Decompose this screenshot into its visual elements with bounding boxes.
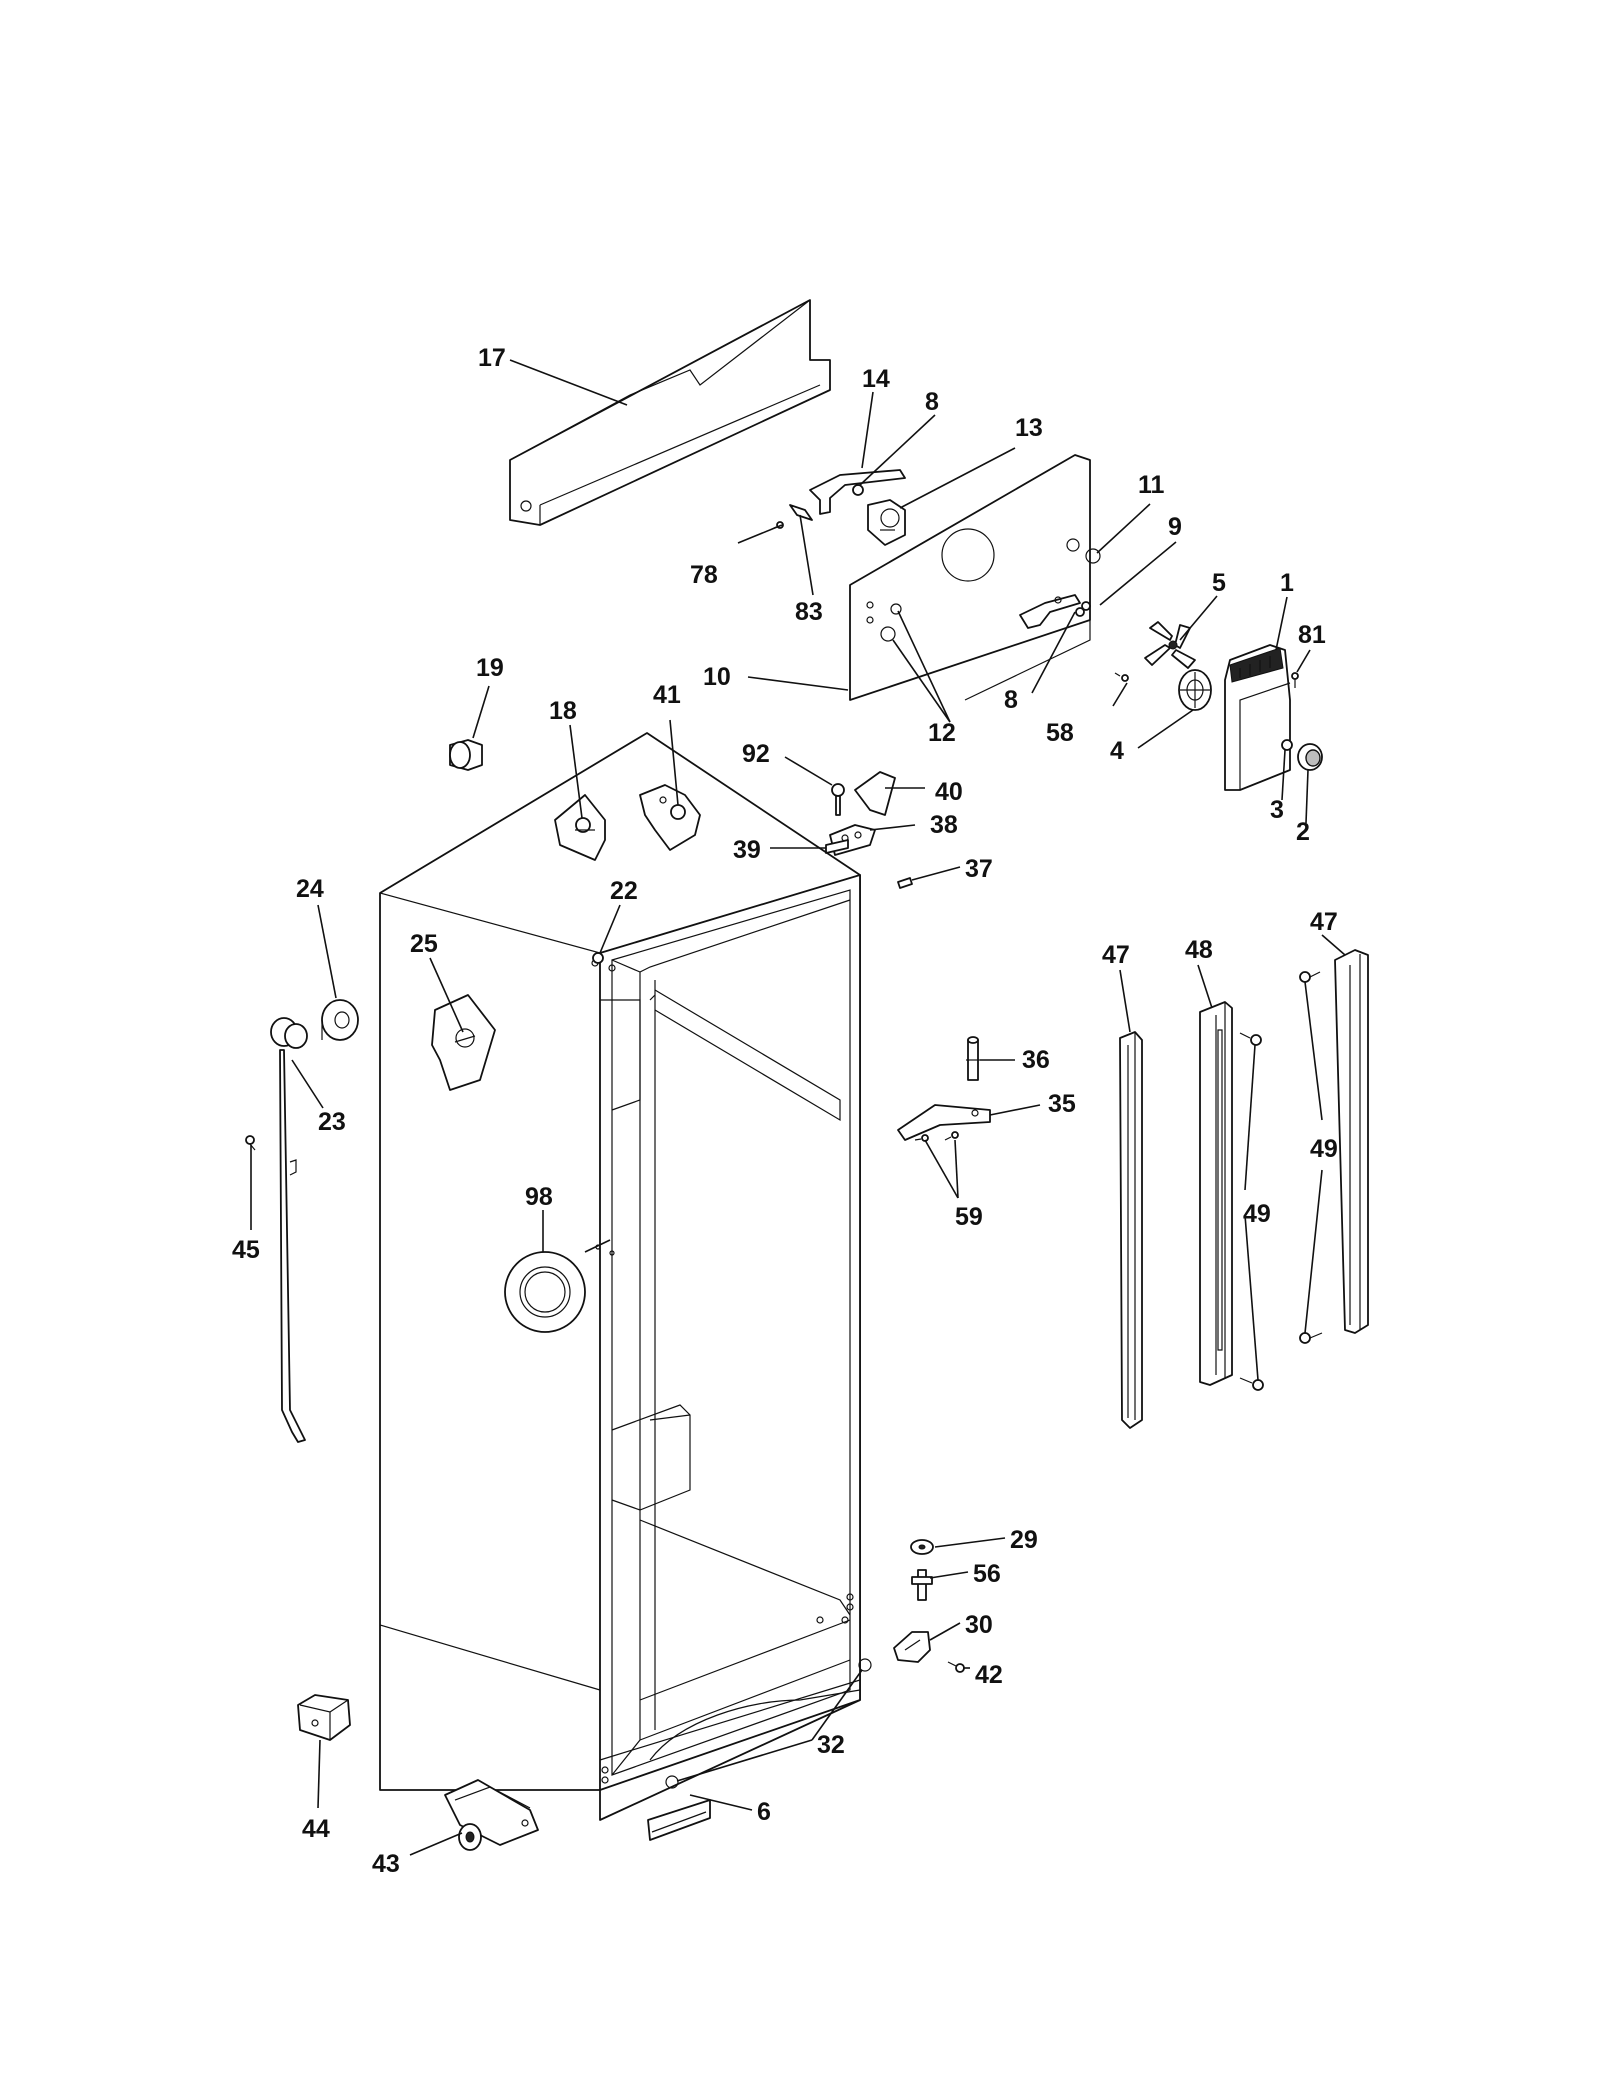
- part-8-screw-upper: [852, 484, 864, 496]
- part-11-grommet: [1085, 548, 1101, 564]
- part-47-rail-right: [1334, 949, 1369, 1334]
- label-42: 42: [975, 1661, 1003, 1689]
- part-5-fan-blade: [1144, 621, 1196, 669]
- part-47-rail-left: [1119, 1031, 1143, 1429]
- label-8-lower: 8: [1004, 686, 1018, 714]
- label-35: 35: [1048, 1090, 1076, 1118]
- part-1-air-duct: [1224, 644, 1291, 791]
- label-29: 29: [1010, 1526, 1038, 1554]
- part-6-grille: [647, 1799, 711, 1841]
- label-18: 18: [549, 697, 577, 725]
- part-37-pin: [897, 877, 913, 889]
- part-92-bolt: [831, 783, 845, 816]
- part-43-front-roller: [444, 1779, 539, 1851]
- part-30-roller-bracket: [893, 1631, 931, 1663]
- label-23: 23: [318, 1108, 346, 1136]
- label-81: 81: [1298, 621, 1326, 649]
- label-32: 32: [817, 1731, 845, 1759]
- label-47-left: 47: [1102, 941, 1130, 969]
- part-41-plate: [639, 784, 701, 851]
- label-4: 4: [1110, 737, 1124, 765]
- label-10: 10: [703, 663, 731, 691]
- part-23-hinge-rod: [270, 1017, 308, 1443]
- part-24-spacer: [321, 999, 359, 1041]
- part-49-screws: [1239, 971, 1323, 1391]
- label-37: 37: [965, 855, 993, 883]
- part-36-hinge-pin: [966, 1036, 980, 1081]
- label-49-right: 49: [1310, 1135, 1338, 1163]
- part-8-screw-lower: [1075, 607, 1085, 617]
- part-45-screw: [245, 1135, 256, 1151]
- label-25: 25: [410, 930, 438, 958]
- part-10-evaporator-cover: [849, 454, 1091, 701]
- label-1: 1: [1280, 569, 1294, 597]
- label-24: 24: [296, 875, 324, 903]
- label-92: 92: [742, 740, 770, 768]
- part-19-plug: [449, 739, 483, 771]
- part-56-leveler-bolt: [911, 1569, 933, 1601]
- part-4-fan-shroud: [1178, 669, 1212, 711]
- label-2: 2: [1296, 818, 1310, 846]
- label-49-center: 49: [1243, 1200, 1271, 1228]
- part-3-nut: [1281, 739, 1293, 751]
- label-39: 39: [733, 836, 761, 864]
- label-78: 78: [690, 561, 718, 589]
- label-36: 36: [1022, 1046, 1050, 1074]
- label-11: 11: [1138, 471, 1165, 499]
- part-32-plugs: [665, 1658, 872, 1789]
- part-18-plate: [554, 794, 606, 861]
- label-41: 41: [653, 681, 681, 709]
- label-30: 30: [965, 1611, 993, 1639]
- part-25-mounting-plate: [431, 994, 496, 1091]
- label-19: 19: [476, 654, 504, 682]
- label-6: 6: [757, 1798, 771, 1826]
- label-83: 83: [795, 598, 823, 626]
- label-22: 22: [610, 877, 638, 905]
- part-42-screw: [947, 1661, 965, 1673]
- label-59: 59: [955, 1203, 983, 1231]
- label-40: 40: [935, 778, 963, 806]
- label-98: 98: [525, 1183, 553, 1211]
- part-83-clip: [789, 504, 813, 521]
- label-45: 45: [232, 1236, 260, 1264]
- label-58: 58: [1046, 719, 1074, 747]
- part-2-knob: [1297, 743, 1323, 771]
- label-17: 17: [478, 344, 506, 372]
- part-22-nut: [592, 952, 604, 964]
- part-9-bracket: [1019, 594, 1091, 629]
- cabinet-shell: [379, 732, 861, 1821]
- label-38: 38: [930, 811, 958, 839]
- label-43: 43: [372, 1850, 400, 1878]
- part-29-washer: [910, 1539, 934, 1555]
- part-13-fan-motor: [867, 499, 906, 546]
- part-59-screws: [914, 1131, 959, 1142]
- label-3: 3: [1270, 796, 1284, 824]
- part-39-shim: [825, 839, 849, 854]
- label-48: 48: [1185, 936, 1213, 964]
- part-81-screw: [1291, 672, 1299, 688]
- label-5: 5: [1212, 569, 1226, 597]
- label-12: 12: [928, 719, 956, 747]
- label-44: 44: [302, 1815, 330, 1843]
- part-labels: 17 14 8 13 11 9 5 1 81 78 83 10 12 8 58 …: [232, 344, 1338, 1878]
- part-14-motor-bracket: [809, 469, 906, 515]
- part-44-roller-housing: [297, 1694, 351, 1741]
- label-9: 9: [1168, 513, 1182, 541]
- label-47-right: 47: [1310, 908, 1338, 936]
- leader-lines: [250, 359, 1346, 1856]
- part-17-top-trim: [509, 299, 831, 526]
- part-35-center-hinge: [897, 1104, 991, 1141]
- part-58-screw: [1114, 672, 1129, 682]
- label-14: 14: [862, 365, 890, 393]
- part-98-grommet: [504, 1251, 586, 1333]
- part-40-hinge-cover: [854, 771, 896, 816]
- label-56: 56: [973, 1560, 1001, 1588]
- label-8-upper: 8: [925, 388, 939, 416]
- label-13: 13: [1015, 414, 1043, 442]
- part-48-rail: [1199, 1001, 1233, 1386]
